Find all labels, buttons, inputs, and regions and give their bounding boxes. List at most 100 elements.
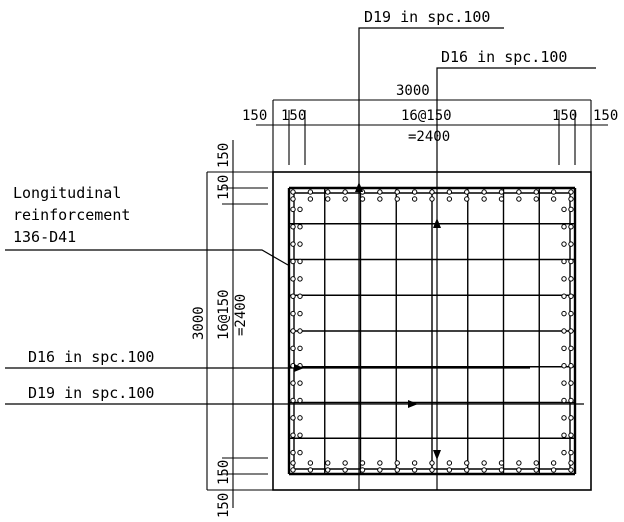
longitudinal-bar: [568, 363, 574, 369]
reinforcement-grid: [287, 186, 577, 476]
longitudinal-bar: [568, 224, 574, 230]
longitudinal-bar: [411, 460, 418, 466]
longitudinal-bar: [297, 397, 303, 404]
longitudinal-bar: [359, 460, 366, 466]
longitudinal-bar: [568, 293, 574, 299]
longitudinal-bar: [297, 380, 303, 386]
longitudinal-bar: [464, 460, 470, 466]
left-spacing-total: =2400: [233, 294, 249, 336]
longitudinal-bar: [498, 189, 505, 195]
longitudinal-bar: [297, 345, 303, 352]
longitudinal-bar: [394, 467, 400, 473]
longitudinal-bar: [290, 258, 296, 265]
longitudinal-bar: [377, 196, 383, 202]
longitudinal-bar: [290, 328, 296, 334]
longitudinal-bar: [377, 467, 383, 473]
width-overall-label: 3000: [396, 83, 430, 99]
longitudinal-bar: [568, 241, 574, 247]
longitudinal-bar: [550, 189, 557, 195]
top-spacing-label: 16@150: [401, 108, 452, 124]
long-reinf-line3: 136-D41: [13, 228, 76, 246]
longitudinal-bar: [568, 328, 574, 334]
longitudinal-bar: [561, 224, 567, 230]
longitudinal-bar: [297, 276, 303, 282]
longitudinal-bar: [481, 189, 487, 195]
longitudinal-bar: [561, 293, 567, 299]
longitudinal-bar: [411, 196, 418, 202]
longitudinal-bar: [297, 432, 303, 438]
longitudinal-bar: [411, 189, 418, 195]
longitudinal-bar: [561, 380, 567, 386]
left-spacing-label: 16@150: [216, 289, 232, 340]
longitudinal-bar: [429, 196, 435, 202]
long-reinf-line1: Longitudinal: [13, 184, 121, 202]
longitudinal-bar: [359, 196, 366, 202]
longitudinal-bar: [307, 460, 314, 466]
longitudinal-bar: [325, 460, 331, 466]
longitudinal-bar: [342, 196, 348, 202]
longitudinal-bar: [568, 345, 574, 352]
longitudinal-bar: [307, 467, 314, 473]
longitudinal-bar: [561, 345, 567, 352]
longitudinal-bars: [290, 189, 574, 473]
longitudinal-bar: [533, 196, 539, 202]
left-dimensions: [206, 140, 273, 508]
longitudinal-bar: [394, 189, 400, 195]
longitudinal-bar: [561, 276, 567, 282]
longitudinal-bar: [290, 196, 296, 202]
top-rebar-d16-label: D16 in spc.100: [441, 48, 567, 66]
longitudinal-bar: [297, 415, 303, 421]
longitudinal-bar: [446, 460, 453, 466]
longitudinal-bar: [290, 241, 296, 247]
height-overall-label: 3000: [191, 306, 207, 340]
longitudinal-bar: [446, 467, 453, 473]
longitudinal-bar: [342, 467, 348, 473]
longitudinal-bar: [498, 467, 505, 473]
longitudinal-bar: [359, 467, 366, 473]
longitudinal-bar: [568, 415, 574, 421]
longitudinal-bar: [533, 460, 539, 466]
longitudinal-bar: [297, 258, 303, 265]
left-cover-bottom-1: 150: [216, 460, 232, 485]
longitudinal-bar: [429, 460, 435, 466]
longitudinal-bar: [561, 258, 567, 265]
longitudinal-bar: [290, 276, 296, 282]
longitudinal-bar: [561, 449, 567, 456]
longitudinal-bar: [464, 467, 470, 473]
longitudinal-bar: [290, 397, 296, 404]
longitudinal-bar: [325, 196, 331, 202]
longitudinal-bar: [307, 189, 314, 195]
longitudinal-bar: [290, 310, 296, 317]
long-reinf-line2: reinforcement: [13, 206, 130, 224]
left-cover-top-2: 150: [216, 175, 232, 200]
top-cover-right-2: 150: [593, 108, 618, 124]
longitudinal-bar: [568, 432, 574, 438]
longitudinal-bar: [568, 196, 574, 202]
longitudinal-bar: [290, 293, 296, 299]
longitudinal-bar: [377, 460, 383, 466]
longitudinal-bar: [290, 345, 296, 352]
longitudinal-bar: [568, 189, 574, 195]
longitudinal-bar: [498, 460, 505, 466]
longitudinal-bar: [342, 189, 348, 195]
longitudinal-bar: [297, 224, 303, 230]
longitudinal-bar: [290, 189, 296, 195]
arrowheads: [294, 182, 441, 460]
longitudinal-bar: [561, 241, 567, 247]
longitudinal-bar: [377, 189, 383, 195]
longitudinal-bar: [568, 449, 574, 456]
longitudinal-bar: [429, 467, 435, 473]
longitudinal-bar: [297, 241, 303, 247]
left-cover-top-1: 150: [216, 143, 232, 168]
longitudinal-bar: [464, 196, 470, 202]
longitudinal-bar: [568, 397, 574, 404]
longitudinal-bar: [561, 432, 567, 438]
longitudinal-bar: [290, 467, 296, 473]
longitudinal-bar: [290, 432, 296, 438]
longitudinal-bar: [464, 189, 470, 195]
longitudinal-bar: [550, 460, 557, 466]
longitudinal-bar: [290, 415, 296, 421]
longitudinal-bar: [516, 196, 522, 202]
longitudinal-bar: [533, 189, 539, 195]
